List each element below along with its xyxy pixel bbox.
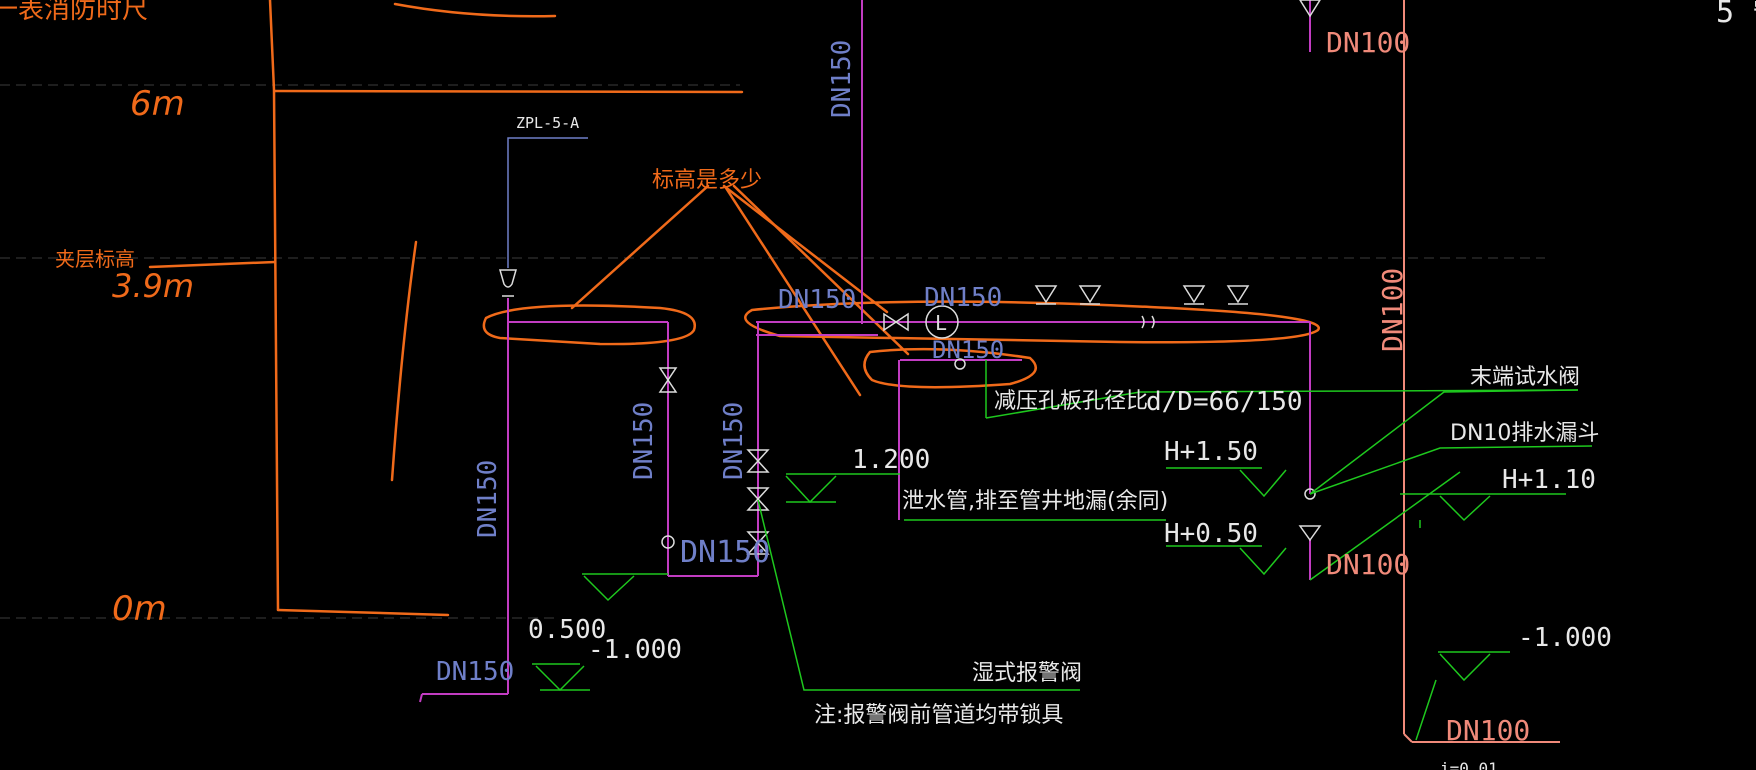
dn100-mid-label: DN100 [1326,548,1410,581]
leaders [532,360,1593,741]
dn100-bottom-label: DN100 [1446,714,1530,747]
elevation-0m-label: 0m [112,589,167,629]
hand-annotations [148,0,1320,617]
end-test-valve-label: 末端试水阀 [1470,365,1580,390]
drain-pipe-note: 泄水管,排至管井地漏(余同) [902,489,1168,514]
flow-switch-icon [925,305,959,339]
alarm-valve-icon [746,449,770,473]
dn150-mid-vertical-2: DN150 [719,402,749,480]
dimension-labels: 5 宁 ZPL-5-A DN150 DN150 DN150 DN150 DN15… [436,0,1756,770]
elevation-h150: H+1.50 [1164,437,1258,467]
end-test-valve-icon [1304,488,1316,500]
elevation-minus1000-left: -1.000 [588,635,682,665]
fittings: L [499,0,1322,555]
ellipse-left-pipe [482,304,697,346]
zpl-label: ZPL-5-A [516,114,579,132]
dn150-bottom-label: DN150 [436,657,514,687]
elevation-3-9m-label: 3.9m [112,267,194,305]
drain-funnel-icon [1299,0,1321,18]
dn150-mid-vertical-1: DN150 [629,402,659,480]
pipes [419,0,1311,703]
question-elevation-note: 标高是多少 [652,168,762,193]
top-right-label: 5 宁 [1716,0,1756,30]
elevation-1200: 1.200 [852,445,930,475]
drain-funnel-label: DN10排水漏斗 [1450,421,1599,446]
dn100-vertical-label: DN100 [1376,268,1409,352]
elevation-minus1000-right: -1.000 [1518,623,1612,653]
grid-lines [0,84,1545,619]
dn150-left-vertical: DN150 [473,460,503,538]
bottom-cut-label: i=0.01 [1440,759,1498,770]
lock-note-label: 注:报警阀前管道均带锁具 [814,703,1063,728]
ellipse-main-pipe [744,300,1320,344]
dn150-valve-label: DN150 [680,535,770,570]
dn100-top-label: DN100 [1326,26,1410,59]
dn150-small: DN150 [932,336,1004,364]
ellipse-branch [863,347,1037,389]
salmon-riser [1403,0,1560,743]
orifice-plate-label: 减压孔板孔径比 [994,389,1148,414]
elevation-0500: 0.500 [528,615,606,645]
alarm-valve-label: 湿式报警阀 [972,661,1082,686]
orifice-ratio-label: d/D=66/150 [1146,387,1303,417]
butterfly-valve-icon [883,312,909,332]
gate-valve-icon [658,367,678,393]
zpl-branch [507,137,588,268]
mezzanine-elevation-label: 夹层标高 [55,247,135,271]
cut-off-title: 试验一表消防时尺 [0,0,148,25]
elevation-h110: H+1.10 [1502,465,1596,495]
sprinkler-head-icon [499,269,517,288]
elevation-h050: H+0.50 [1164,519,1258,549]
elevation-6m-label: 6m [130,84,185,124]
vent-valve-icon [1034,285,1058,304]
pressure-gauge-icon [954,358,966,370]
dn150-vertical-top: DN150 [827,40,857,118]
svg-text:L: L [935,311,947,335]
dn150-horizontal-2: DN150 [924,283,1002,313]
dn150-horizontal-1: DN150 [778,285,856,315]
check-valve-icon [661,535,675,549]
